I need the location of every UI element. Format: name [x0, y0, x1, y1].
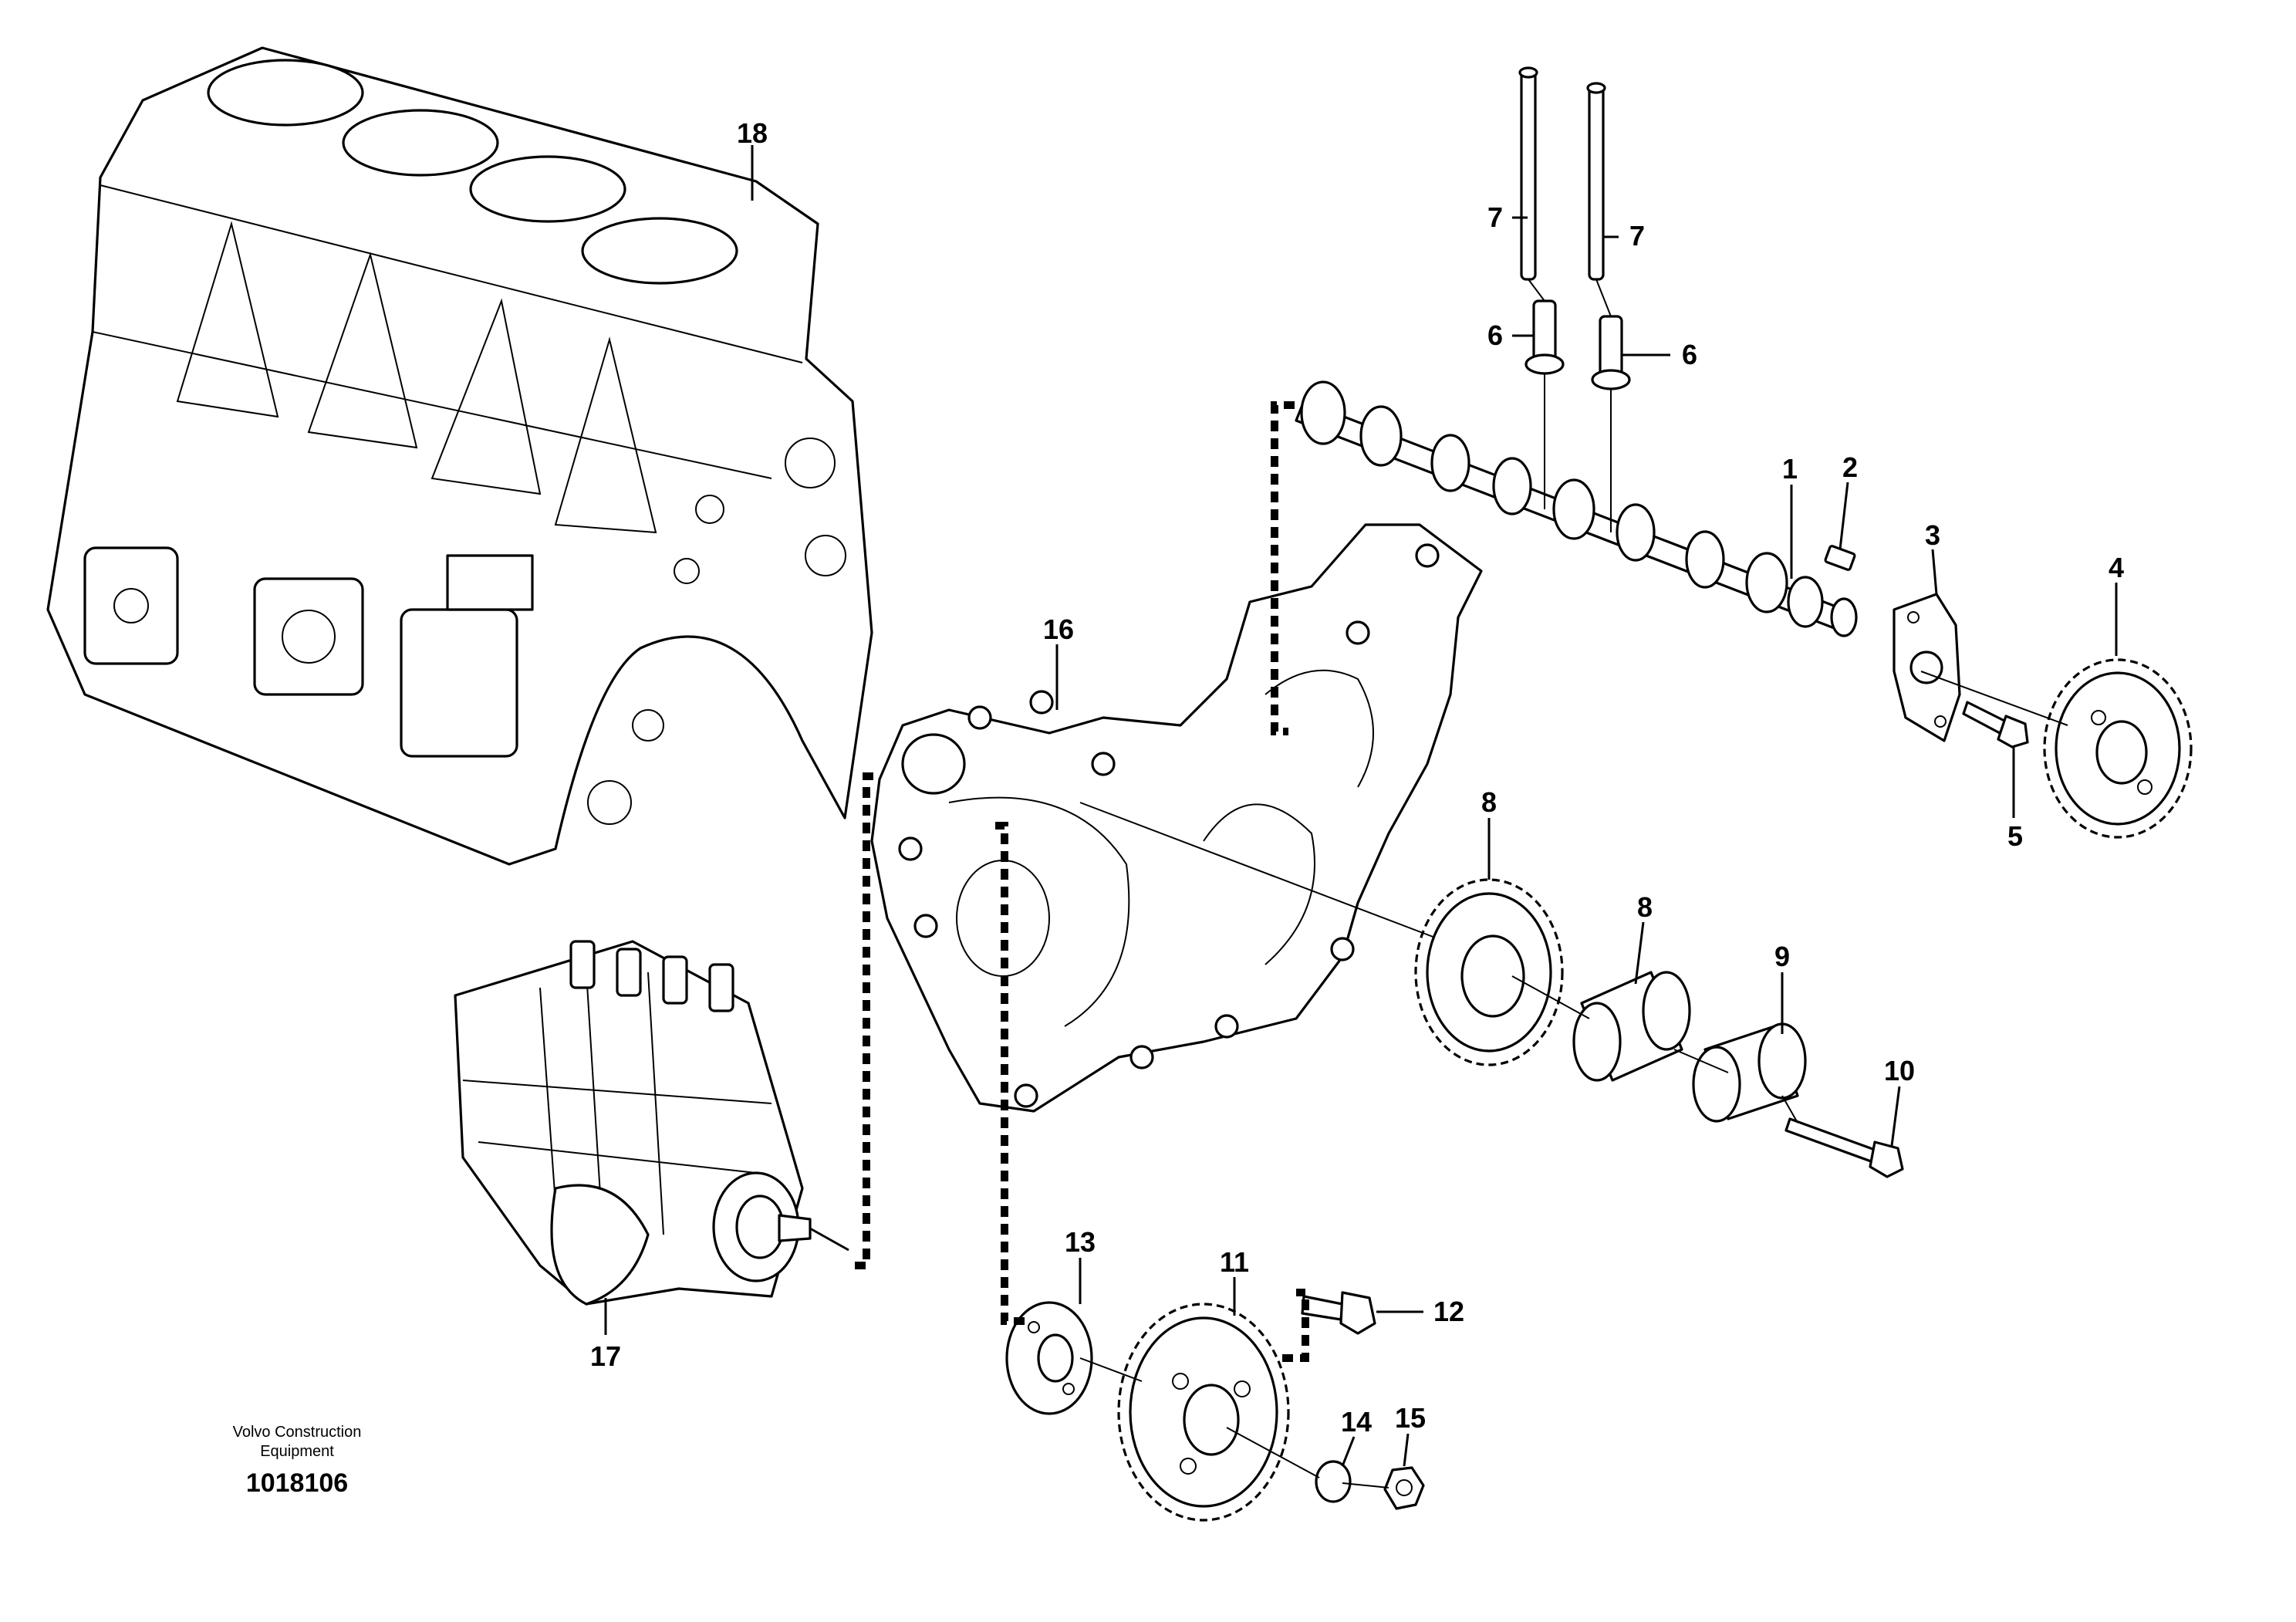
part-push-rod-left[interactable]: [1518, 66, 1538, 281]
part-idler-shaft[interactable]: [1692, 1022, 1807, 1123]
drawing-number: 1018106: [246, 1468, 348, 1498]
callout-13: 13: [1065, 1226, 1096, 1258]
callout-5: 5: [2007, 820, 2023, 852]
part-flange[interactable]: [1005, 1301, 1093, 1415]
part-injection-pump[interactable]: [454, 940, 849, 1306]
callout-7-left: 7: [1487, 201, 1503, 233]
callout-2: 2: [1842, 451, 1858, 483]
part-camshaft[interactable]: [1295, 380, 1858, 637]
part-key[interactable]: [1824, 545, 1856, 571]
part-pump-gear[interactable]: [1117, 1303, 1290, 1522]
callout-11: 11: [1220, 1246, 1249, 1278]
footer-block: Volvo Construction Equipment 1018106: [233, 1424, 362, 1498]
part-idler-gear[interactable]: [1414, 878, 1564, 1066]
callout-3: 3: [1925, 519, 1940, 551]
part-bushing[interactable]: [1572, 971, 1691, 1082]
callout-15: 15: [1395, 1402, 1426, 1434]
part-camshaft-gear[interactable]: [2043, 658, 2193, 839]
callout-18: 18: [737, 117, 768, 149]
callout-6-right: 6: [1682, 339, 1697, 370]
callout-14: 14: [1341, 1406, 1372, 1438]
callout-labels: 18 7 7 6 6 1 2 3 4 5 16 8 8 9 10 13 11 1…: [590, 117, 2124, 1438]
part-push-rod-right[interactable]: [1586, 82, 1606, 281]
callout-17: 16: [1043, 613, 1074, 645]
callout-9: 9: [1774, 941, 1790, 972]
brand-line-2: Equipment: [260, 1443, 334, 1460]
part-tappet-right[interactable]: [1591, 315, 1631, 390]
part-washer[interactable]: [1315, 1460, 1352, 1503]
part-cylinder-block[interactable]: [46, 46, 873, 866]
callout-10: 10: [1884, 1055, 1915, 1086]
part-bolt-10[interactable]: [1784, 1117, 1904, 1178]
callout-6-left: 6: [1487, 319, 1503, 351]
callout-7-right: 7: [1629, 220, 1645, 252]
callout-12: 12: [1433, 1296, 1464, 1327]
assembly-lines: [1079, 671, 2068, 1489]
callout-4: 4: [2109, 552, 2124, 583]
part-tappet-left[interactable]: [1524, 299, 1565, 375]
leader-lines: [604, 145, 2118, 1467]
callout-1: 1: [1782, 453, 1798, 485]
callout-8-gear: 8: [1481, 786, 1497, 818]
dashed-alignment-lines: [855, 401, 1309, 1362]
part-plug[interactable]: [1301, 1291, 1376, 1335]
brand-line-1: Volvo Construction: [233, 1424, 362, 1441]
callout-16: 17: [590, 1340, 621, 1372]
part-bolt-5[interactable]: [1962, 701, 2029, 748]
part-thrust-plate[interactable]: [1893, 593, 1961, 742]
callout-8-bushing: 8: [1637, 891, 1653, 923]
part-gear-housing[interactable]: [870, 523, 1483, 1113]
part-nut[interactable]: [1383, 1466, 1425, 1510]
